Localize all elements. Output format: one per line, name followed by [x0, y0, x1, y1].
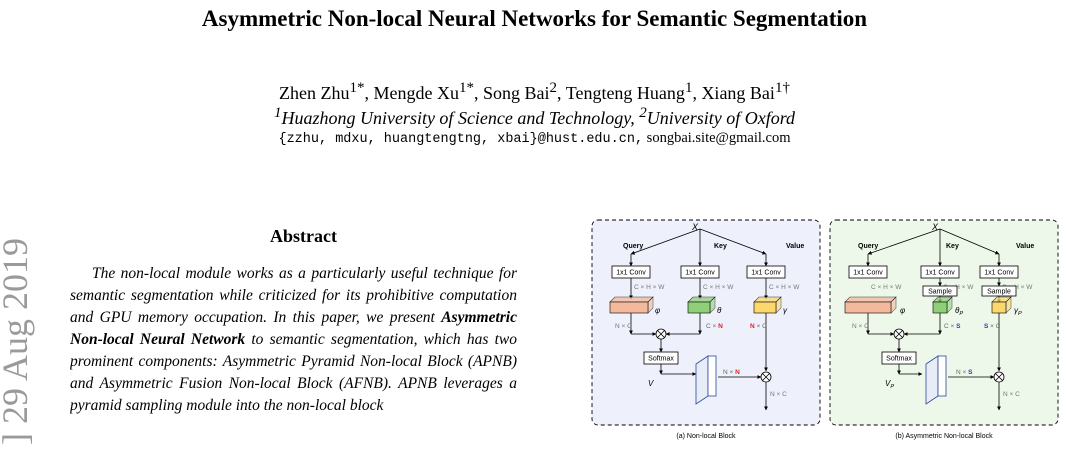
branch-key-b: Key [946, 243, 959, 250]
symbol-phi-b: φ [900, 306, 905, 315]
softmax-b [881, 351, 917, 365]
conv-query-a-label: 1x1 Conv [616, 270, 646, 277]
dim-query-a: C × H × W [634, 284, 665, 291]
symbol-v-a: V [648, 379, 654, 388]
figure-nonlocal-blocks: X Query Key Value 1x1 Conv 1x1 Conv 1x1 Conv C … [590, 218, 1060, 450]
branch-query-a: Query [623, 243, 643, 250]
symbol-theta-a: θ [717, 306, 722, 315]
softmax-a [643, 351, 679, 365]
dim-out-b: N × C [1003, 391, 1020, 398]
symbol-theta-p-b: θP [955, 306, 963, 317]
email-gmail: songbai.site@gmail.com [643, 130, 791, 146]
dim-gamma-b: S × C [984, 323, 1001, 330]
email-hust: {zzhu, mdxu, huangtengtng, xbai}@hust.ed… [278, 132, 644, 147]
figure-diagram: X Query Key Value 1x1 Conv 1x1 Conv 1x1 Conv C … [591, 219, 1059, 440]
matmul-1-a-stroke-b [657, 330, 665, 338]
dim-value-b: C × H × W [1002, 284, 1033, 291]
dim-key-a: C × H × W [703, 284, 734, 291]
matmul-2-b-stroke-b [995, 373, 1003, 381]
feature-gamma-a [753, 301, 777, 314]
caption-b: (b) Asymmetric Non-local Block [895, 433, 993, 440]
feature-phi-a-top [609, 296, 654, 303]
author-2: Mengde Xu1*, [373, 80, 484, 103]
feature-theta-a [687, 301, 711, 314]
abstract-text: The non-local module works as a particul… [70, 265, 517, 414]
conv-value-b [979, 265, 1019, 279]
dim-theta-b: C × S [944, 323, 961, 330]
input-x-b: X [931, 222, 939, 232]
symbol-gamma-a: γ [783, 306, 788, 315]
conv-key-b-label: 1x1 Conv [925, 270, 955, 277]
sample-key-b [922, 285, 958, 297]
dim-attn-b: N × S [956, 369, 973, 376]
paper-title: Asymmetric Non-local Neural Networks for… [201, 6, 868, 31]
author-4: Tengteng Huang1, [565, 80, 702, 103]
author-3: Song Bai2, [483, 80, 566, 103]
dim-theta-a: C × N [706, 323, 723, 330]
symbol-v-p-b: VP [885, 379, 894, 390]
affiliations: 1Huazhong University of Science and Tech… [0, 101, 1069, 130]
symbol-phi-a: φ [655, 306, 660, 315]
dim-phi-b: N × C [852, 323, 869, 330]
conv-query-b [848, 265, 888, 279]
symbol-gamma-p-b: γP [1014, 306, 1022, 317]
branch-value-a: Value [786, 243, 804, 250]
sample-value-b-label: Sample [987, 289, 1011, 296]
dim-gamma-a: N × C [750, 323, 767, 330]
affiliation-1: 1Huazhong University of Science and Tech… [273, 105, 640, 128]
arxiv-stamp: ] 29 Aug 2019 [0, 238, 35, 445]
feature-phi-a [609, 301, 649, 314]
author-1: Zhen Zhu1*, [279, 80, 374, 103]
input-x-a: X [691, 222, 699, 232]
conv-key-b [920, 265, 960, 279]
dim-query-b: C × H × W [871, 284, 902, 291]
feature-phi-b [844, 301, 892, 314]
affiliation-2: 2University of Oxford [639, 105, 796, 128]
email-line: {zzhu, mdxu, huangtengtng, xbai}@hust.ed… [0, 128, 1069, 150]
softmax-b-label: Softmax [886, 356, 912, 363]
conv-query-a [611, 265, 651, 279]
feature-gamma-b [991, 301, 1007, 314]
branch-key-a: Key [714, 243, 727, 250]
sample-value-b [981, 285, 1017, 297]
conv-key-a [680, 265, 720, 279]
attention-map-b-side [925, 355, 939, 405]
conv-value-a-label: 1x1 Conv [751, 270, 781, 277]
conv-value-a [746, 265, 786, 279]
network-name: Asymmetric Non-local Neural Network [70, 309, 517, 348]
author-5: Xiang Bai1† [701, 80, 790, 103]
conv-value-b-label: 1x1 Conv [984, 270, 1014, 277]
sample-key-b-label: Sample [928, 289, 952, 296]
attention-map-b [937, 355, 947, 397]
matmul-2-a-stroke-b [762, 373, 770, 381]
dim-out-a: N × C [770, 391, 787, 398]
feature-theta-b [932, 301, 948, 314]
attention-map-a-side [695, 355, 709, 405]
dim-value-a: C × H × W [769, 284, 800, 291]
abstract-heading: Abstract [270, 226, 337, 246]
matmul-1-b-stroke-b [895, 330, 903, 338]
caption-a: (a) Non-local Block [676, 433, 736, 440]
dim-phi-a: N × C [615, 323, 632, 330]
conv-query-b-label: 1x1 Conv [853, 270, 883, 277]
branch-query-b: Query [858, 243, 878, 250]
conv-key-a-label: 1x1 Conv [685, 270, 715, 277]
softmax-a-label: Softmax [648, 356, 674, 363]
branch-value-b: Value [1016, 243, 1034, 250]
dim-key-b: C × H × W [943, 284, 974, 291]
author-list: Zhen Zhu1*, Mengde Xu1*, Song Bai2, Teng… [0, 76, 1069, 105]
attention-map-a [707, 355, 717, 397]
feature-phi-b-top [844, 296, 897, 303]
dim-attn-a: N × N [723, 369, 740, 376]
